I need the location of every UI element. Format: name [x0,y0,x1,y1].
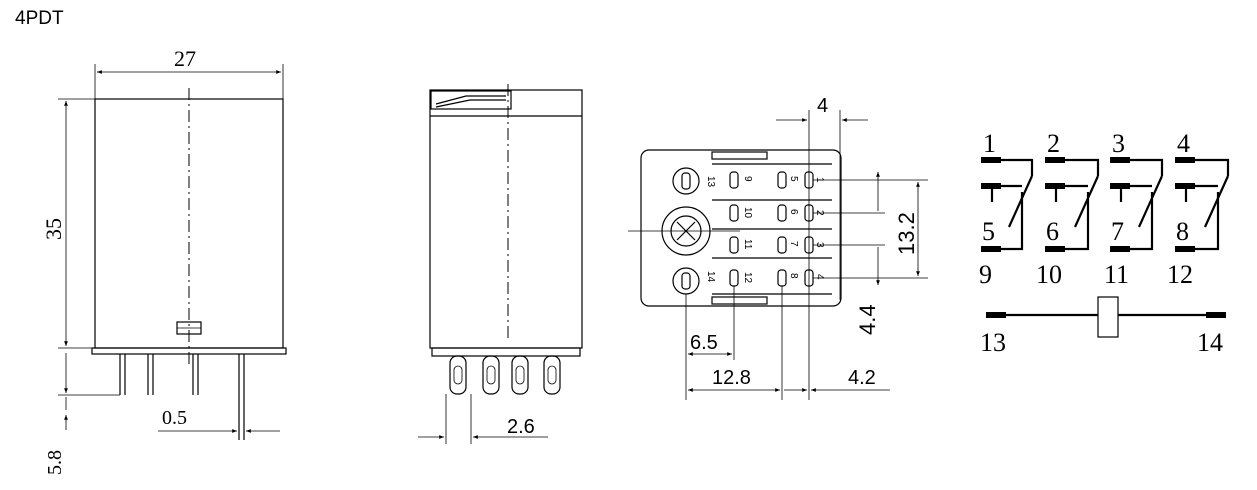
contact-set [1175,157,1230,252]
offset-dim-label: 4.4 [855,304,880,335]
contact-set [1045,157,1100,252]
pin-label: 4 [814,274,825,280]
pin-label: 11 [742,239,753,250]
coil-terminal-label: 14 [1197,328,1223,357]
left-dim-label: 6.5 [690,332,718,354]
terminal-label: 7 [1111,217,1124,246]
terminal-label: 4 [1177,129,1190,158]
pin-label: 12 [742,272,753,284]
mid-dim-label: 12.8 [712,367,751,389]
terminal-label: 10 [1036,260,1062,289]
width-dim-label: 27 [174,46,196,71]
pin-label: 7 [788,241,799,247]
terminal-label: 8 [1176,217,1189,246]
terminal-label: 12 [1167,260,1193,289]
terminal-label: 2 [1047,129,1060,158]
front-view: 27 35 5.8 0.5 [41,46,287,475]
contact-set [981,157,1034,252]
terminal-label: 11 [1104,260,1129,289]
pin-label: 14 [705,271,716,283]
pin-dim-label: 2.6 [507,416,535,438]
top-dim-label: 4 [817,95,828,117]
pin-length-dim-label: 5.8 [44,450,66,475]
pin-label: 5 [788,176,799,182]
side-view: 2.6 [418,84,583,444]
contact-set [1110,157,1164,252]
title: 4PDT [15,8,64,29]
terminal-label: 9 [979,260,992,289]
right-dim-label: 4.2 [848,367,876,389]
pin-label: 13 [705,176,716,188]
terminal-label: 5 [982,217,995,246]
terminal-label: 1 [983,129,996,158]
height-dim-label: 35 [41,218,66,240]
coil-terminal-label: 13 [980,328,1006,357]
pin-label: 10 [742,207,753,219]
pin-label: 8 [788,273,799,279]
terminal-label: 6 [1046,217,1059,246]
schematic: 1 2 3 4 5 6 7 8 9 10 11 12 13 14 [979,129,1230,357]
pin-label: 6 [788,209,799,215]
pin-label: 9 [742,176,753,182]
coil [986,296,1226,338]
pin-pitch-dim-label: 0.5 [162,407,187,429]
bottom-view: 13 9 5 1 10 6 2 11 7 3 14 12 8 4 13.2 4.… [628,95,928,400]
height-dim-label: 13.2 [894,212,919,255]
terminal-label: 3 [1112,129,1125,158]
